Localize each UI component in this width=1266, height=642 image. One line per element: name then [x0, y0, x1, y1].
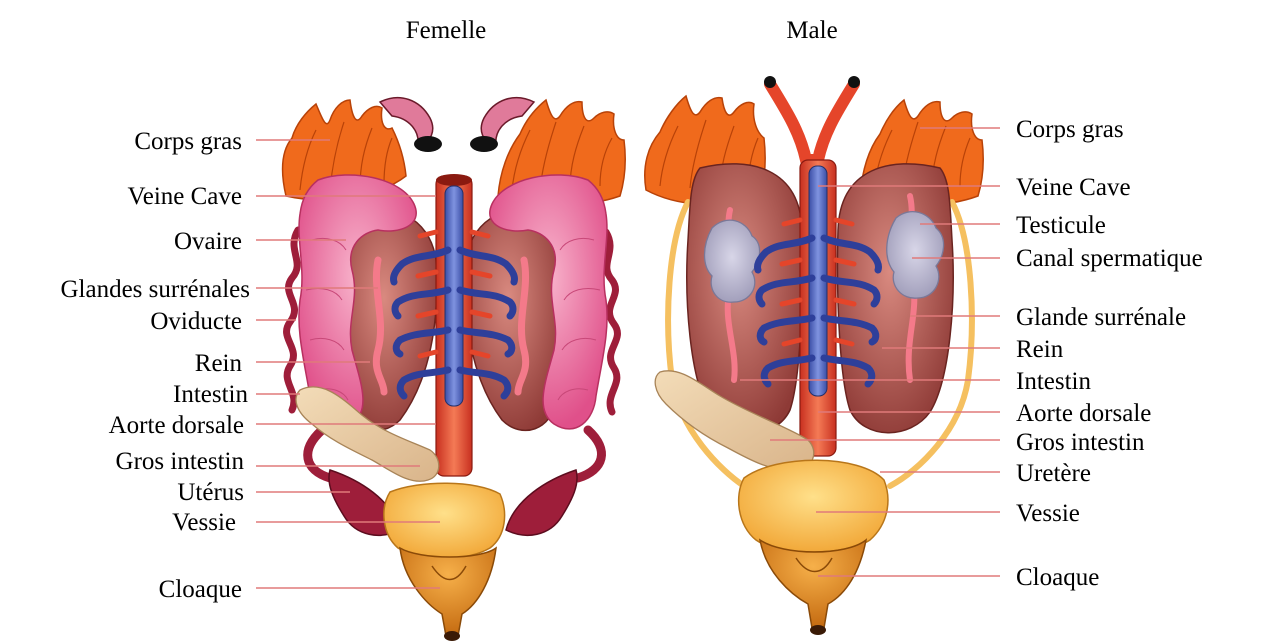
oviduct-funnels [380, 98, 534, 152]
label-female-intestin: Intestin [173, 381, 248, 408]
label-male-gros-intestin: Gros intestin [1016, 429, 1145, 456]
female-figure [283, 98, 626, 641]
female-cloaca [400, 548, 496, 636]
label-male-veine-cave: Veine Cave [1016, 174, 1131, 201]
female-bladder [384, 483, 505, 558]
label-female-cloaque: Cloaque [159, 576, 242, 603]
male-vessel-fork [770, 84, 854, 160]
female-title: Femelle [406, 17, 487, 44]
label-female-veine-cave: Veine Cave [127, 183, 242, 210]
label-female-aorte-dorsale: Aorte dorsale [109, 412, 244, 439]
label-female-vessie: Vessie [172, 509, 236, 536]
label-male-rein: Rein [1016, 336, 1064, 363]
label-male-cloaque: Cloaque [1016, 564, 1099, 591]
label-male-aorte-dorsale: Aorte dorsale [1016, 400, 1151, 427]
label-male-testicule: Testicule [1016, 212, 1106, 239]
male-cloaca [760, 540, 866, 628]
label-male-uretere: Uretère [1016, 460, 1091, 487]
label-female-uterus: Utérus [177, 479, 244, 506]
male-title: Male [786, 17, 837, 44]
label-female-gros-intestin: Gros intestin [116, 448, 245, 475]
female-labels: Corps gras Veine Cave Ovaire Glandes sur… [60, 128, 250, 603]
male-labels: Corps gras Veine Cave Testicule Canal sp… [1016, 116, 1203, 591]
label-male-intestin: Intestin [1016, 368, 1091, 395]
label-female-corps-gras: Corps gras [134, 128, 242, 155]
label-female-rein: Rein [195, 350, 243, 377]
label-female-oviducte: Oviducte [150, 308, 242, 335]
male-figure [645, 76, 983, 635]
male-bladder [739, 460, 888, 552]
uterus-right [506, 470, 577, 535]
label-male-canal-spermatique: Canal spermatique [1016, 245, 1203, 272]
label-female-ovaire: Ovaire [174, 228, 242, 255]
label-male-vessie: Vessie [1016, 500, 1080, 527]
label-male-corps-gras: Corps gras [1016, 116, 1124, 143]
label-female-glandes-surrenales: Glandes surrénales [60, 276, 250, 303]
male-kidney-right [838, 164, 954, 433]
label-male-glande-surrenale: Glande surrénale [1016, 304, 1186, 331]
